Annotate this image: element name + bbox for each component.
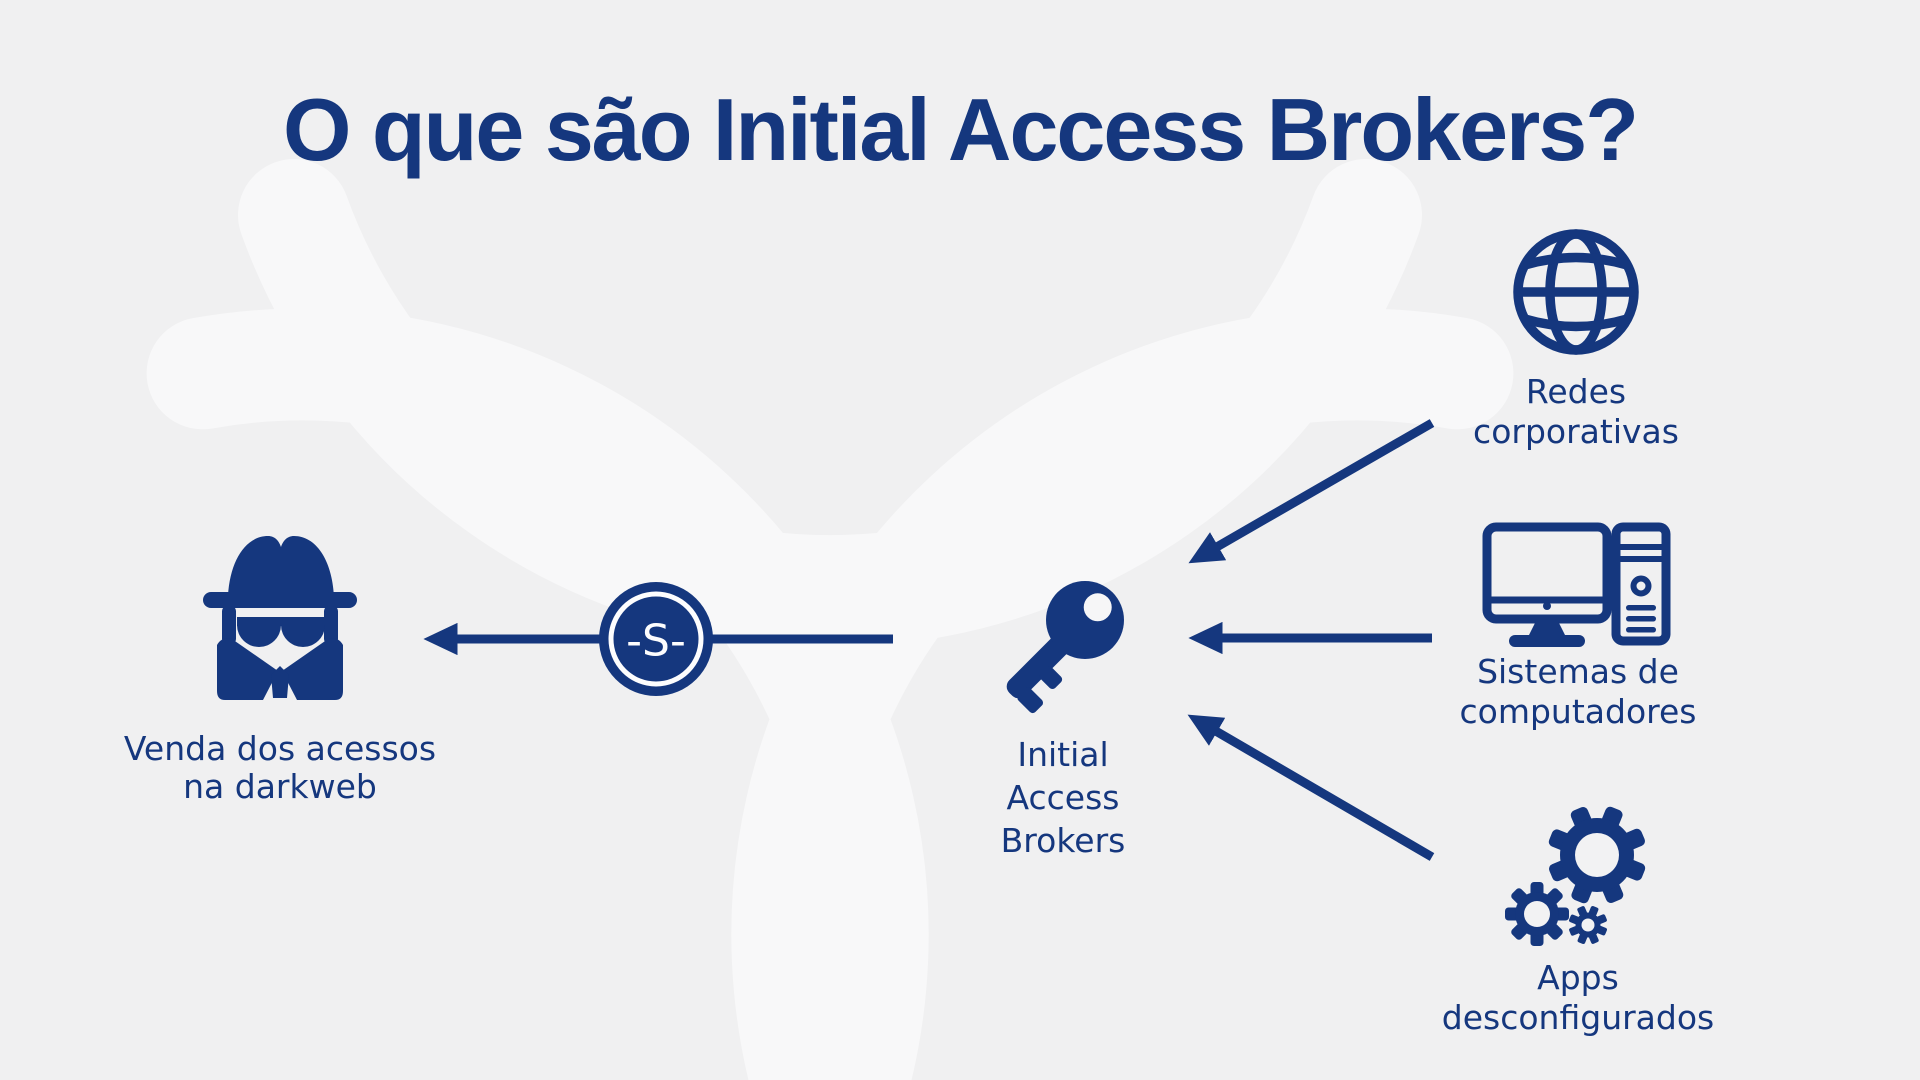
arrow-apps-to-broker [1187,714,1435,861]
label-line: Initial [1017,735,1109,774]
page-title: O que são Initial Access Brokers? [283,80,1639,179]
label-venda-dos-acessos-na-darkweb: Venda dos acessos na darkweb [124,730,436,806]
label-line: Venda dos acessos [123,729,437,768]
label-line: Access [1006,778,1120,817]
label-line: computadores [1459,692,1697,731]
label-apps-desconfigurados: Apps desconfigurados [1442,958,1714,1038]
label-line: desconfigurados [1441,998,1715,1037]
arrow-redes-to-broker [1188,419,1435,564]
label-line: na darkweb [183,767,377,806]
label-initial-access-brokers: Initial Access Brokers [1001,733,1126,862]
label-line: Redes [1525,372,1627,411]
label-line: corporativas [1473,412,1679,451]
label-line: Brokers [1000,821,1126,860]
label-redes-corporativas: Redes corporativas [1473,372,1679,452]
label-line: Sistemas de [1477,652,1679,691]
money-symbol: -S- [626,616,686,667]
label-line: Apps [1537,958,1619,997]
label-sistemas-de-computadores: Sistemas de computadores [1460,652,1697,732]
